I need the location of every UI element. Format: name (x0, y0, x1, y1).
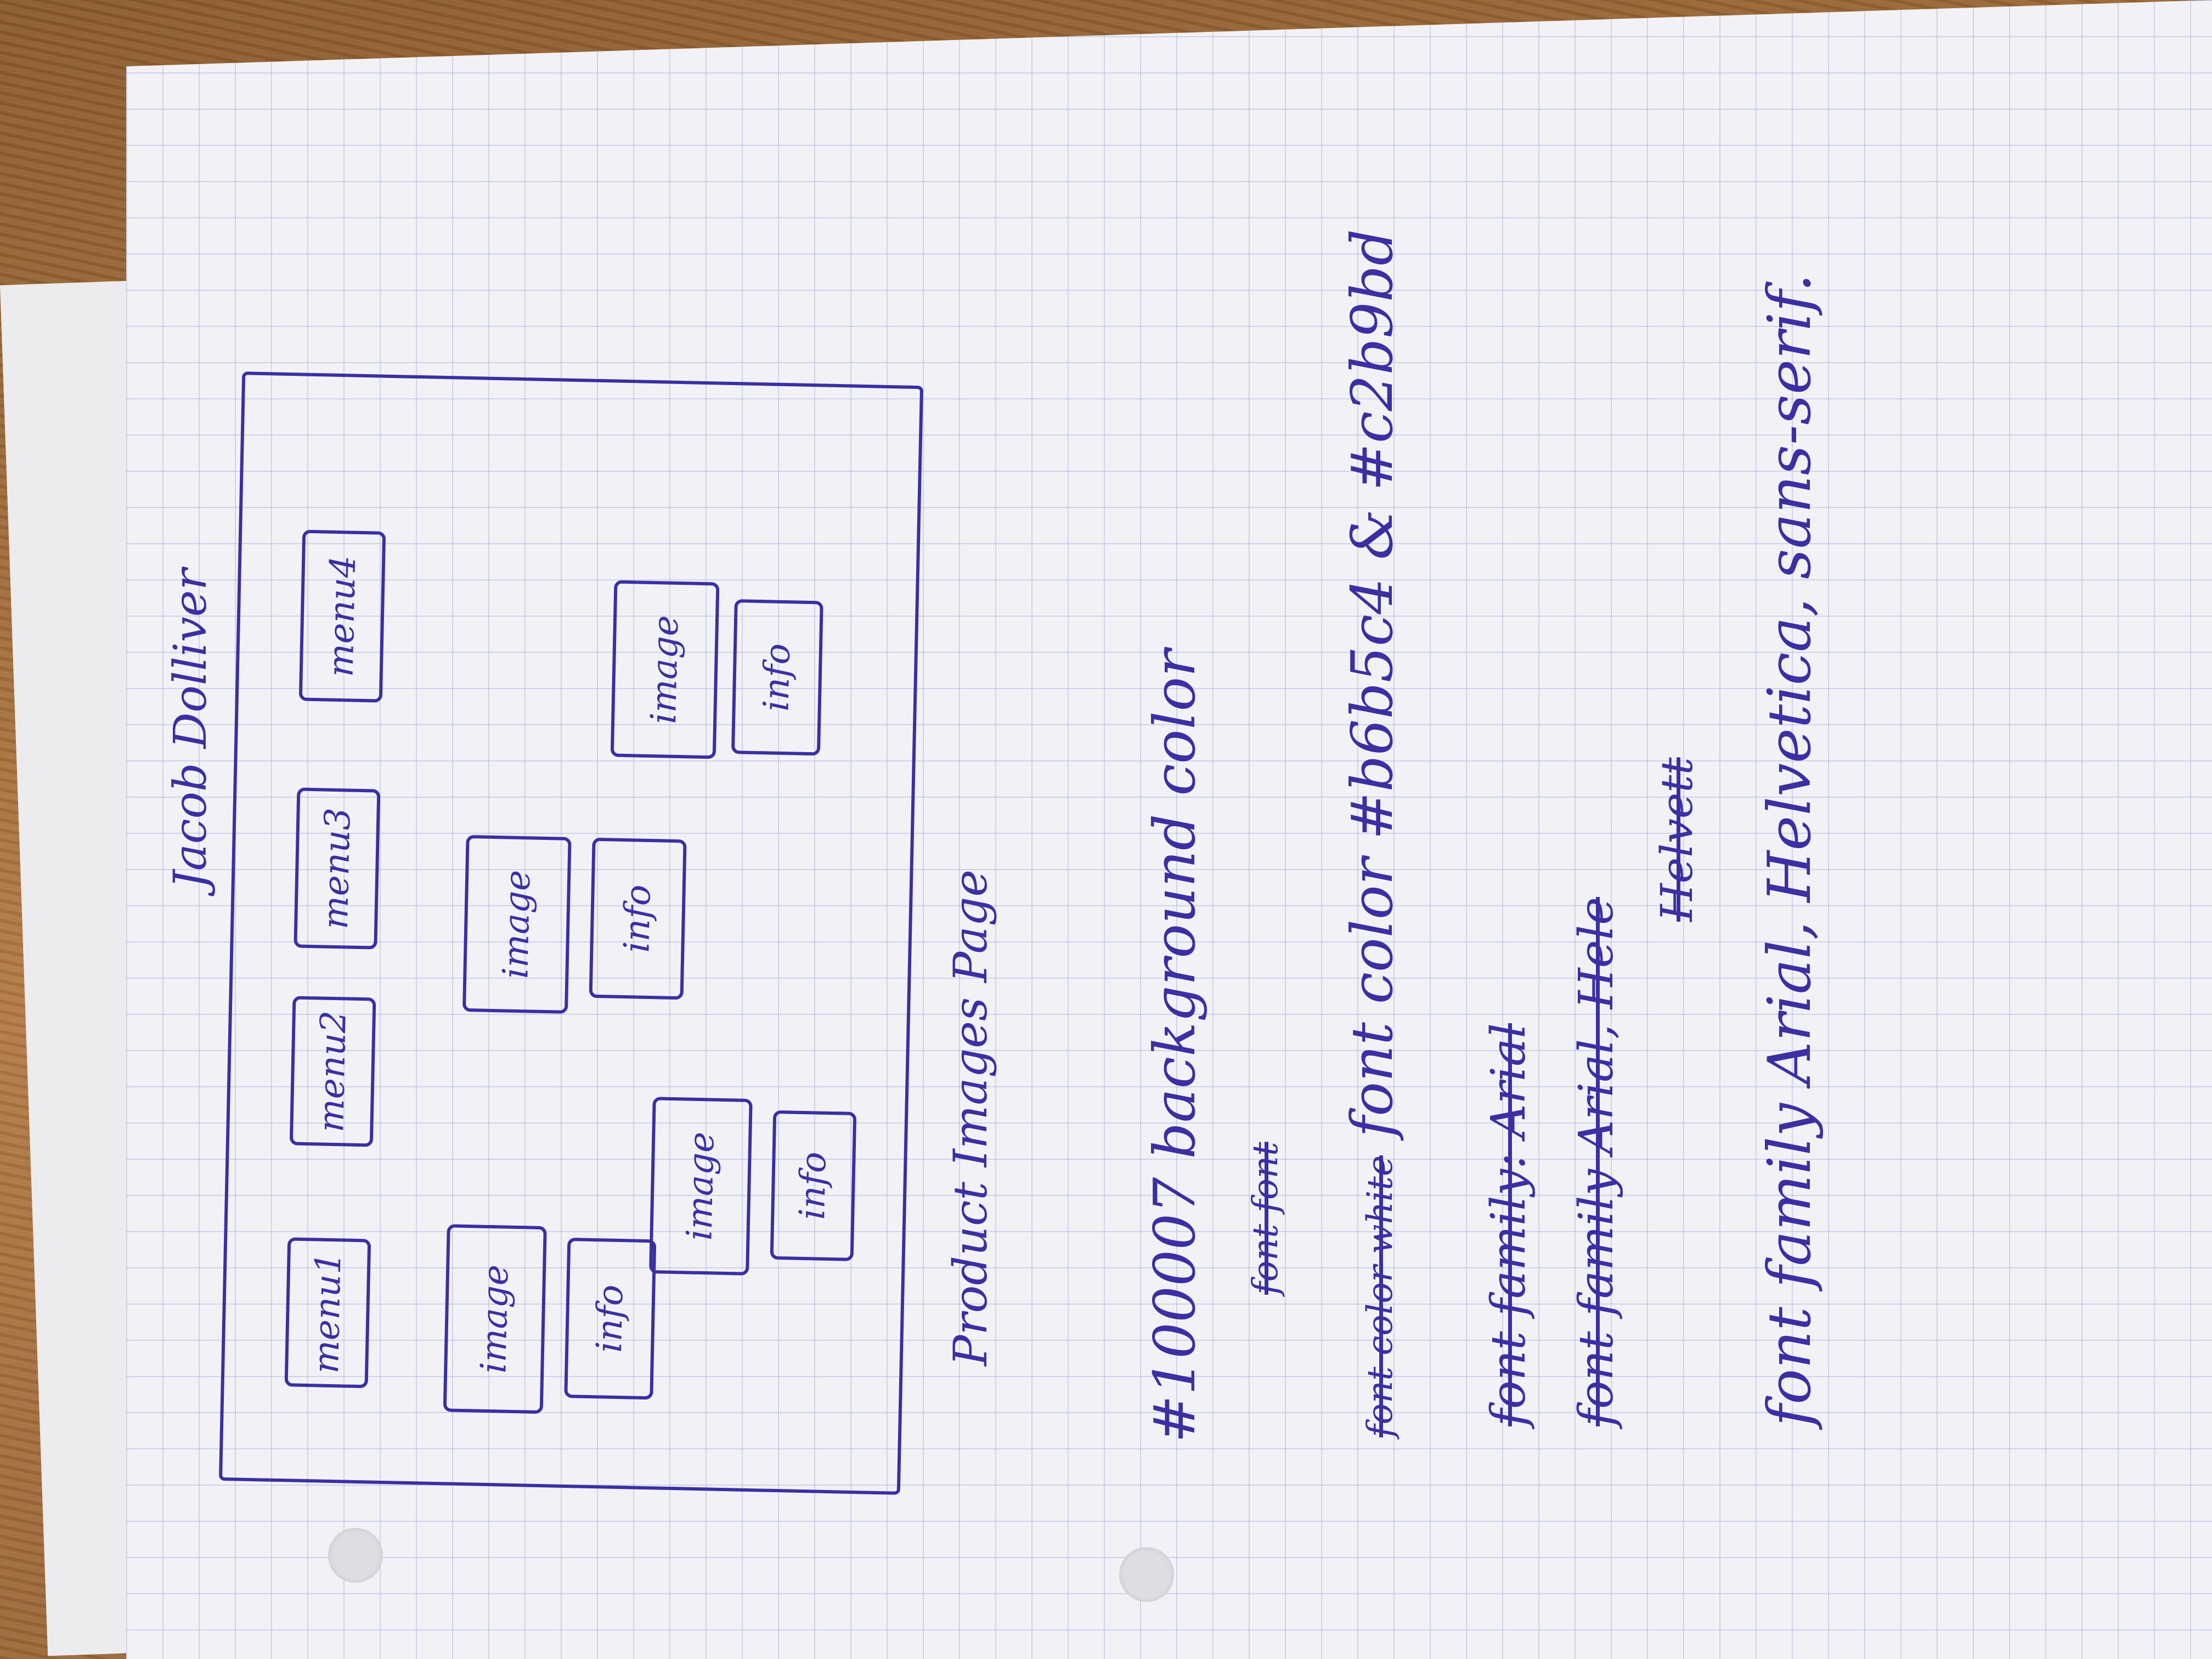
font-color-line: font color white font color #b6b5c4 & #c… (1339, 229, 1406, 1437)
image-label-4: image (644, 614, 687, 725)
menu-box-4: menu4 (298, 529, 386, 703)
image-box-4: image (610, 580, 720, 759)
info-label-3: info (617, 884, 659, 953)
author-name: Jacob Dolliver (165, 568, 217, 889)
scribbled-note: font font (1245, 1142, 1286, 1295)
font-family-note: font family Arial, Helvetica, sans-serif… (1756, 273, 1824, 1426)
image-box-3: image (462, 834, 572, 1014)
menu-label-2: menu2 (311, 1010, 354, 1133)
page-wireframe: menu1 menu2 menu3 menu4 image info image… (218, 371, 924, 1495)
binder-hole-top (328, 1528, 383, 1583)
image-box-2: image (649, 1097, 753, 1276)
page-caption: Product Images Page (944, 869, 997, 1366)
menu-label-3: menu3 (315, 807, 359, 930)
image-box-1: image (443, 1224, 547, 1414)
menu-box-1: menu1 (284, 1237, 371, 1389)
info-box-3: info (589, 837, 687, 1000)
info-label-2: info (792, 1151, 834, 1221)
info-box-1: info (564, 1237, 657, 1400)
image-label-1: image (473, 1264, 517, 1374)
font-family-struck-2: font family Arial, Hele (1569, 897, 1624, 1426)
menu-box-2: menu2 (289, 996, 376, 1147)
binder-hole-bottom (1119, 1547, 1174, 1602)
font-color-struck: font color white (1360, 1155, 1401, 1437)
font-color-note: font color #b6b5c4 & #c2b9bd (1339, 229, 1406, 1138)
image-label-2: image (679, 1131, 723, 1241)
info-box-4: info (731, 599, 823, 756)
font-family-struck-1: font family: Arial (1481, 1023, 1536, 1426)
info-label-1: info (589, 1284, 631, 1353)
info-box-2: info (770, 1110, 857, 1261)
menu-box-3: menu3 (294, 787, 381, 950)
menu-label-4: menu4 (320, 555, 364, 678)
info-label-4: info (756, 643, 799, 712)
menu-label-1: menu1 (306, 1251, 349, 1374)
background-color-note: #100007 background color (1141, 650, 1208, 1443)
helvett-struck: Helvett (1651, 757, 1702, 922)
graph-paper (126, 0, 2212, 1659)
image-label-3: image (495, 870, 539, 979)
